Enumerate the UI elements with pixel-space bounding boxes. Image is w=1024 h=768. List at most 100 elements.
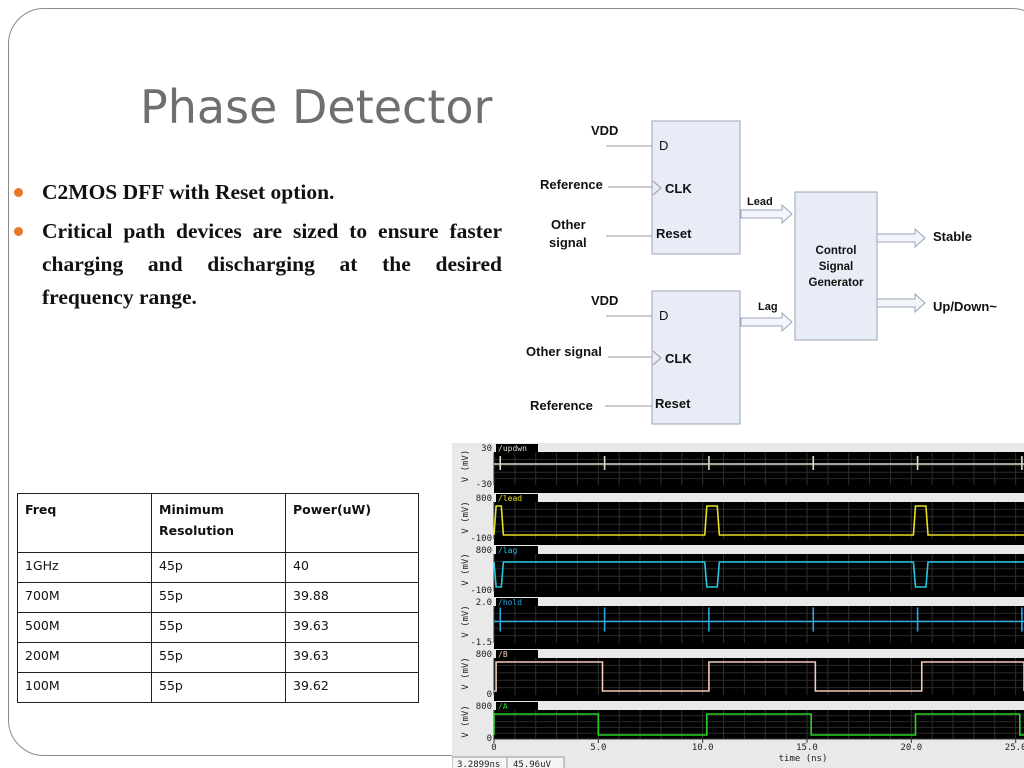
y-min-label: -30 <box>476 480 492 490</box>
y-max-label: 800 <box>476 494 492 504</box>
signal-name-tab <box>496 650 538 658</box>
y-min-label: 0 <box>487 734 492 744</box>
reset-pin-label: Reset <box>655 396 691 411</box>
signal-name: /lag <box>498 546 517 555</box>
reset-input-label: Other <box>551 217 586 232</box>
table-cell: 39.88 <box>285 582 419 613</box>
table-cell: 100M <box>17 672 152 703</box>
y-min-label: 0 <box>487 690 492 700</box>
bullet-dot-icon <box>14 188 23 197</box>
clock-triangle-icon <box>652 350 662 366</box>
x-tick-label: 20.0 <box>900 743 922 753</box>
table-cell: 700M <box>17 582 152 613</box>
x-tick-label: 5.0 <box>590 743 606 753</box>
cursor-readout <box>452 756 565 768</box>
d-pin-label: D <box>659 138 668 153</box>
table-cell: 200M <box>17 642 152 673</box>
signal-name: /updwn <box>498 444 527 453</box>
table-cell: 55p <box>151 672 286 703</box>
plot-row <box>494 658 1024 701</box>
signal-name-tab <box>496 598 538 606</box>
table-cell: 45p <box>151 552 286 583</box>
y-min-label: -1.5 <box>470 638 492 648</box>
table-cell: 39.63 <box>285 612 419 643</box>
table-header-row: Freq Minimum Resolution Power(uW) <box>17 493 419 553</box>
table-cell: 55p <box>151 642 286 673</box>
y-max-label: 800 <box>476 650 492 660</box>
signal-name: /lead <box>498 494 522 503</box>
table-cell: 55p <box>151 582 286 613</box>
table-cell: 1GHz <box>17 552 152 583</box>
table-header-cell: Freq <box>17 493 152 553</box>
flip-flop-top <box>651 120 741 255</box>
signal-name: /B <box>498 650 508 659</box>
y-unit-label: V (mV) <box>461 450 471 483</box>
vdd-label: VDD <box>591 293 618 308</box>
updown-output-label: Up/Down~ <box>933 299 997 314</box>
table-cell: 55p <box>151 612 286 643</box>
block-diagram: VDD D Reference CLK Other signal Reset V… <box>526 120 997 425</box>
bullet-text: C2MOS DFF with Reset option. <box>42 180 335 204</box>
signal-name-tab <box>496 702 538 710</box>
signal-name-tab <box>496 494 538 502</box>
y-min-label: -100 <box>470 534 492 544</box>
table-cell: 39.62 <box>285 672 419 703</box>
clk-pin-label: CLK <box>665 181 692 196</box>
stable-arrow-icon <box>876 227 926 249</box>
slide-title: Phase Detector <box>140 80 493 134</box>
signal-trace <box>494 456 1024 470</box>
x-tick-label: 25.0 <box>1005 743 1024 753</box>
reset-pin-label: Reset <box>656 226 692 241</box>
y-min-label: -100 <box>470 586 492 596</box>
reset-input-label: signal <box>549 235 587 250</box>
bullet-item: Critical path devices are sized to ensur… <box>14 215 502 314</box>
x-axis-label: time (ns) <box>779 754 828 764</box>
updown-arrow-icon <box>876 292 926 314</box>
signal-trace <box>494 607 1024 632</box>
bullet-list: C2MOS DFF with Reset option. Critical pa… <box>14 176 502 320</box>
y-max-label: 800 <box>476 546 492 556</box>
table-cell: 39.63 <box>285 642 419 673</box>
reset-input-label: Reference <box>530 398 593 413</box>
signal-trace <box>493 713 1024 736</box>
y-unit-label: V (mV) <box>461 501 471 534</box>
table-header-cell: Power(uW) <box>285 493 419 553</box>
plot-row <box>494 710 1024 739</box>
bullet-item: C2MOS DFF with Reset option. <box>14 176 502 209</box>
lag-label: Lag <box>758 301 778 313</box>
stable-output-label: Stable <box>933 229 972 244</box>
clk-input-label: Reference <box>540 177 603 192</box>
plot-row <box>494 502 1024 545</box>
clk-pin-label: CLK <box>665 351 692 366</box>
y-max-label: 30 <box>481 444 492 454</box>
bullet-text: Critical path devices are sized to ensur… <box>42 219 502 309</box>
csg-label: Signal <box>819 261 854 273</box>
signal-trace <box>493 561 1024 588</box>
x-tick-label: 10.0 <box>692 743 714 753</box>
plot-row <box>494 606 1024 649</box>
signal-name: /hold <box>498 598 522 607</box>
csg-label: Control <box>816 245 857 257</box>
clock-triangle-icon <box>652 180 662 196</box>
cursor-time: 3.2899ns <box>457 760 500 768</box>
x-tick-label: 15.0 <box>796 743 818 753</box>
y-max-label: 800 <box>476 702 492 712</box>
signal-name: /A <box>498 702 508 711</box>
signal-trace <box>494 661 1024 692</box>
cursor-value: 45.96uV <box>513 760 552 768</box>
lead-arrow-icon <box>740 203 793 225</box>
lag-arrow-icon <box>740 311 793 333</box>
table-cell: 40 <box>285 552 419 583</box>
y-unit-label: V (mV) <box>461 657 471 690</box>
y-unit-label: V (mV) <box>461 553 471 586</box>
vdd-label: VDD <box>591 123 618 138</box>
table-cell: 500M <box>17 612 152 643</box>
